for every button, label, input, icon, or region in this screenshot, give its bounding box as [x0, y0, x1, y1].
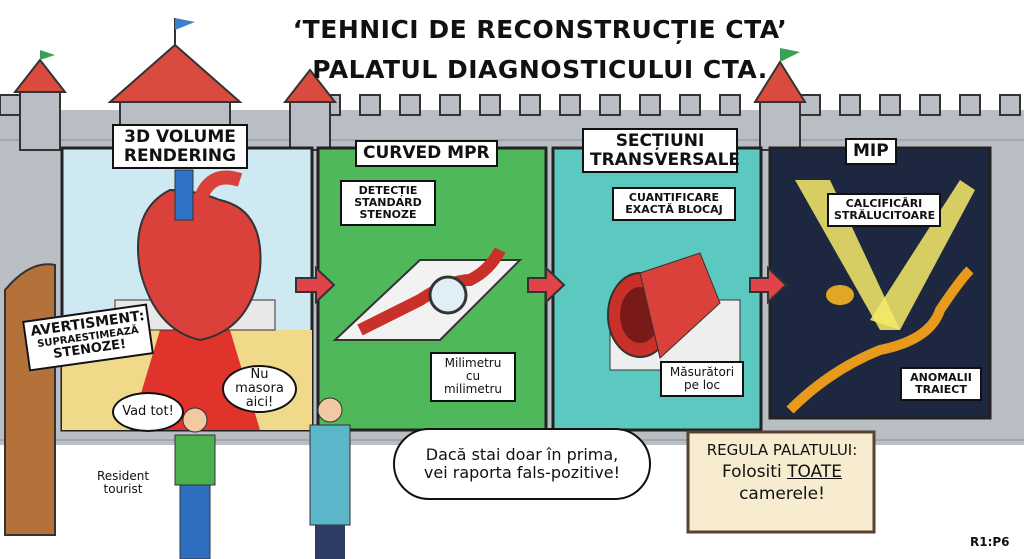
rule-emphasis: TOATE	[787, 461, 842, 482]
doctor-figure	[309, 397, 351, 559]
arrow-icon	[295, 265, 336, 305]
arrow-icon	[527, 265, 566, 305]
mip-lights	[786, 180, 975, 414]
tower-small-left	[12, 50, 68, 151]
callout-transversal: Măsurători pe loc	[660, 361, 744, 398]
panel-label-mip: MIP	[845, 138, 897, 165]
rule-line-2a: Folositi	[722, 461, 788, 482]
note-transversal: CUANTIFICARE EXACTĂ BLOCAJ	[612, 187, 736, 222]
speech-bubble-tourist: Vad tot!	[112, 392, 184, 432]
title-line-2: PALATUL DIAGNOSTICULUI CTA.	[312, 55, 768, 84]
rule-sign	[686, 430, 876, 534]
vessel-cross-section	[607, 252, 741, 371]
panel-label-mpr: CURVED MPR	[355, 140, 498, 167]
panel-label-transversal: SECȚIUNI TRANSVERSALE	[582, 128, 740, 174]
rule-text: REGULA PALATULUI: Folositi TOATE camerel…	[690, 442, 874, 504]
page-id: R1:P6	[970, 535, 1010, 549]
panel-label-3d: 3D VOLUME RENDERING	[112, 124, 248, 170]
mpr-table	[332, 247, 523, 341]
callout-mpr: Milimetru cu milimetru	[430, 352, 516, 402]
rule-line-1: REGULA PALATULUI:	[706, 441, 858, 459]
rule-line-3: camerele!	[739, 484, 825, 505]
arrow-icon	[749, 265, 788, 305]
speech-bubble-main: Dacă stai doar în prima, vei raporta fal…	[393, 428, 651, 500]
tower-right	[753, 48, 807, 151]
title-line-1: ‘TEHNICI DE RECONSTRUCȚIE CTA’	[292, 15, 788, 44]
callout-mip: ANOMALII TRAIECT	[900, 367, 982, 402]
flow-arrows	[295, 265, 788, 305]
tower-mid	[282, 68, 338, 151]
rule-line-2: Folositi TOATE	[690, 461, 874, 482]
speech-bubble-doctor: Nu masora aici!	[222, 365, 297, 413]
door	[4, 263, 56, 536]
note-mpr: DETECȚIE STANDARD STENOZE	[340, 180, 436, 227]
note-mip: CALCIFICĂRI STRĂLUCITOARE	[827, 193, 941, 228]
tourist-figure	[174, 407, 216, 559]
tourist-label: Resident tourist	[96, 469, 150, 497]
